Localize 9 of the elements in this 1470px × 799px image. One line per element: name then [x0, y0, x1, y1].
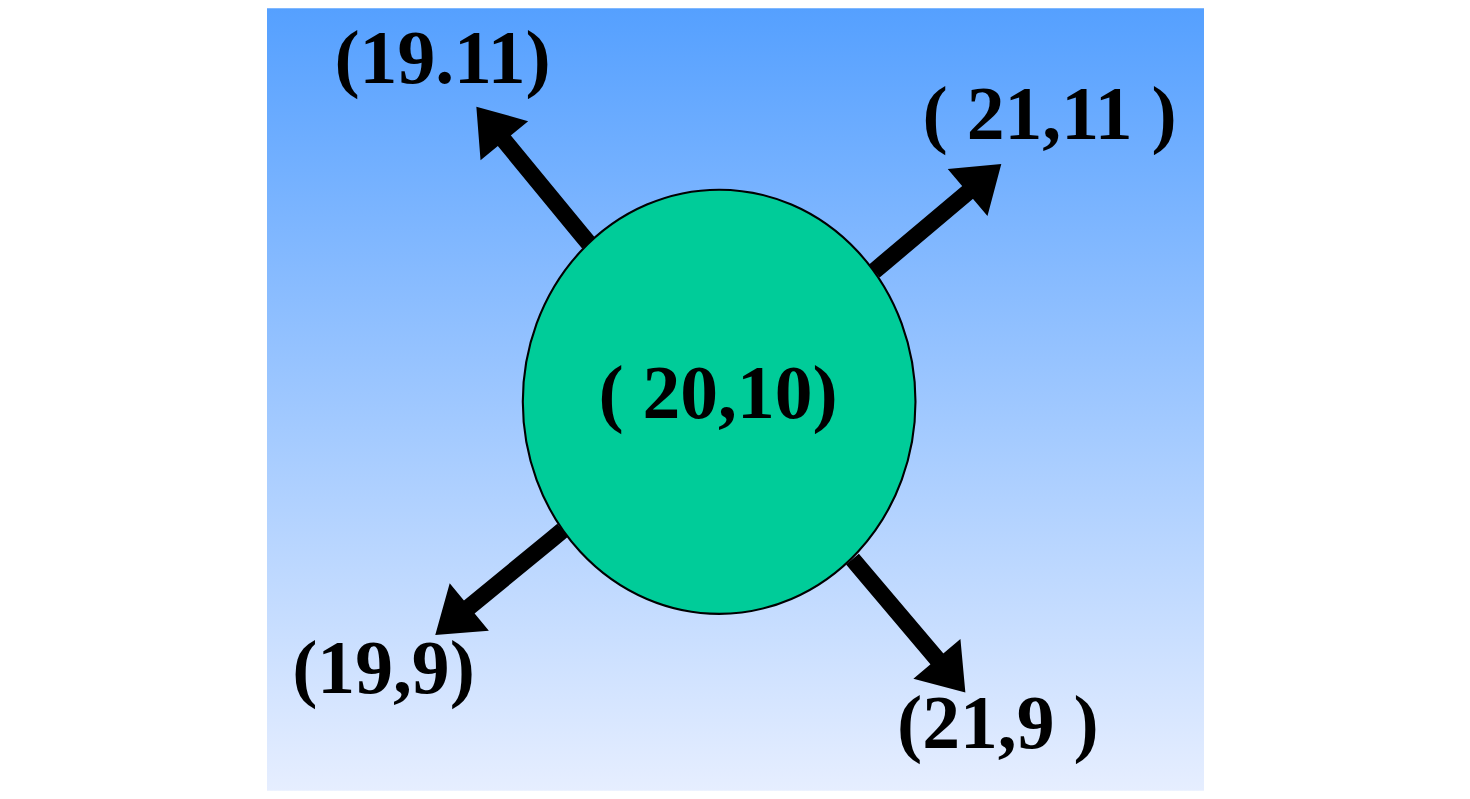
- node-text: (21,9 ): [896, 681, 1099, 765]
- node-text: (19.11): [333, 16, 551, 100]
- node-circle: ( 20,10): [521, 188, 917, 615]
- arrow: [868, 164, 1001, 278]
- node-text: (19,9): [291, 625, 475, 709]
- node-text: ( 21,11 ): [922, 71, 1177, 155]
- arrow: [845, 553, 965, 693]
- arrow: [475, 106, 595, 249]
- arrow: [434, 523, 568, 635]
